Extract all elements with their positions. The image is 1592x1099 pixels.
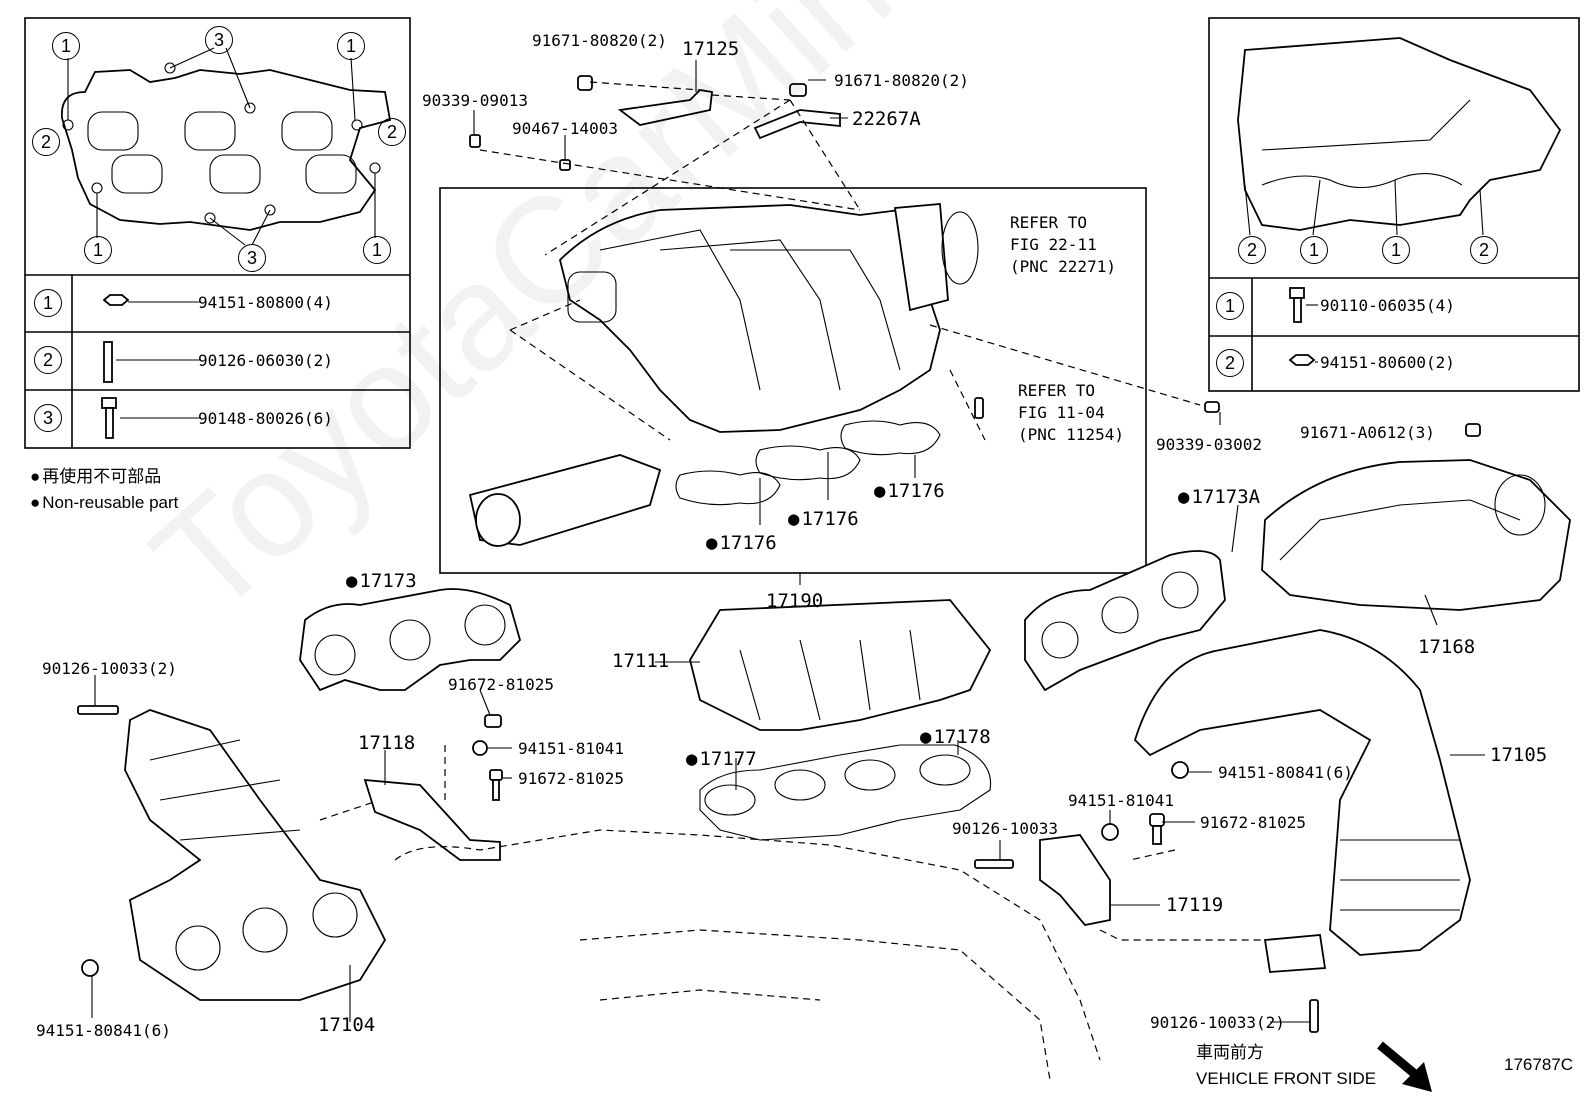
label-91671-80820-b: 91671-80820(2) — [834, 71, 969, 90]
exhaust-gasket-17173 — [299, 588, 522, 692]
intake-plenum-drawing — [1237, 37, 1562, 236]
port-gaskets-17176 — [675, 420, 941, 506]
gasket-17177-17178 — [699, 744, 992, 841]
r-callout-2-left: 2 — [1238, 236, 1266, 264]
ref1-line2: FIG 22-11 — [1010, 235, 1097, 254]
label-90126-10033-a: 90126-10033(2) — [42, 659, 177, 678]
label-91671-80820-a: 91671-80820(2) — [532, 31, 667, 50]
label-17173: 17173 — [346, 570, 416, 592]
leader-lines — [91, 60, 1485, 1023]
r-row2-part: 94151-80600(2) — [1320, 353, 1455, 372]
lower-fasteners — [77, 705, 1319, 1033]
callout-2-right: 2 — [378, 118, 406, 146]
front-ja: 車両前方 — [1196, 1043, 1264, 1062]
ref1-line1: REFER TO — [1010, 213, 1088, 232]
ref2-line2: FIG 11-04 — [1018, 403, 1105, 422]
r-row1-key: 1 — [1216, 292, 1244, 320]
label-17125: 17125 — [682, 38, 740, 60]
label-17176-c: 17176 — [706, 532, 776, 554]
left-inset-frame — [24, 17, 411, 449]
callout-1-top-left: 1 — [52, 32, 80, 60]
label-91672-81025-a: 91672-81025 — [448, 675, 554, 694]
r-row2-key: 2 — [1216, 349, 1244, 377]
resonator-drawing — [468, 454, 662, 547]
label-17173A: 17173A — [1178, 486, 1260, 508]
label-91672-81025-b: 91672-81025 — [518, 769, 624, 788]
exhaust-manifold-17104 — [124, 709, 387, 1001]
callout-1-bottom-left: 1 — [84, 236, 112, 264]
label-17119: 17119 — [1166, 894, 1224, 916]
small-fasteners-top — [469, 75, 1481, 437]
right-inset-frame — [1208, 17, 1580, 392]
center-frame — [439, 187, 1147, 574]
label-17190: 17190 — [766, 590, 824, 612]
label-90467-14003: 90467-14003 — [512, 119, 618, 138]
intake-gasket-drawing — [61, 47, 392, 246]
callout-2-left: 2 — [32, 128, 60, 156]
row2-key: 2 — [34, 346, 62, 374]
ref1-line3: (PNC 22271) — [1010, 257, 1116, 276]
row1-key: 1 — [34, 289, 62, 317]
stay-17119 — [1039, 834, 1111, 926]
intake-manifold-drawing — [559, 203, 979, 433]
label-90126-10033-c: 90126-10033(2) — [1150, 1013, 1285, 1032]
r-callout-2-right: 2 — [1470, 236, 1498, 264]
nut-icon-row1 — [102, 294, 130, 306]
r-callout-1-a: 1 — [1300, 236, 1328, 264]
label-17177: 17177 — [686, 748, 756, 770]
front-arrow — [1377, 1041, 1432, 1092]
stay-17118 — [363, 778, 501, 861]
label-94151-80841-a: 94151-80841(6) — [1218, 763, 1353, 782]
label-94151-81041-b: 94151-81041 — [1068, 791, 1174, 810]
label-90126-10033-b: 90126-10033 — [952, 819, 1058, 838]
row3-key: 3 — [34, 404, 62, 432]
figure-id: 176787C — [1504, 1055, 1574, 1074]
label-91672-81025-c: 91672-81025 — [1200, 813, 1306, 832]
callout-3-top: 3 — [205, 26, 233, 54]
r-callout-1-b: 1 — [1382, 236, 1410, 264]
bolt-icon-row3 — [101, 397, 117, 439]
label-17176-b: 17176 — [788, 508, 858, 530]
callout-3-bottom: 3 — [238, 244, 266, 272]
heat-insulator-17168 — [1261, 459, 1571, 611]
label-91671-A0612: 91671-A0612(3) — [1300, 423, 1435, 442]
exhaust-gasket-17173A — [1024, 550, 1226, 692]
label-17111: 17111 — [612, 650, 670, 672]
row2-part: 90126-06030(2) — [198, 351, 333, 370]
exhaust-manifold-17105 — [1133, 629, 1471, 973]
label-17105: 17105 — [1490, 744, 1548, 766]
dashed-leaders — [319, 81, 1290, 941]
front-en: VEHICLE FRONT SIDE — [1196, 1069, 1377, 1088]
row1-part: 94151-80800(4) — [198, 293, 333, 312]
label-90339-09013: 90339-09013 — [422, 91, 528, 110]
label-17168: 17168 — [1418, 636, 1476, 658]
ref2-line1: REFER TO — [1018, 381, 1096, 400]
label-17176-a: 17176 — [874, 480, 944, 502]
callout-1-bottom-right: 1 — [363, 236, 391, 264]
label-17118: 17118 — [358, 732, 416, 754]
nut-icon-r2 — [1288, 354, 1316, 366]
label-90339-03002: 90339-03002 — [1156, 435, 1262, 454]
label-17104: 17104 — [318, 1014, 376, 1036]
row3-part: 90148-80026(6) — [198, 409, 333, 428]
label-17178: 17178 — [920, 726, 990, 748]
label-94151-80841-b: 94151-80841(6) — [36, 1021, 171, 1040]
engine-block-outline — [394, 829, 1101, 1081]
bolt-icon-r1 — [1289, 287, 1305, 323]
r-row1-part: 90110-06035(4) — [1320, 296, 1455, 315]
intake-gasket-17111 — [689, 599, 992, 731]
legend-en: Non-reusable part — [30, 494, 178, 512]
ref2-line3: (PNC 11254) — [1018, 425, 1124, 444]
label-94151-81041-a: 94151-81041 — [518, 739, 624, 758]
callout-1-top-right: 1 — [337, 32, 365, 60]
label-22267A: 22267A — [852, 108, 921, 130]
legend-ja: 再使用不可部品 — [30, 468, 161, 486]
stud-icon-row2 — [103, 341, 113, 383]
